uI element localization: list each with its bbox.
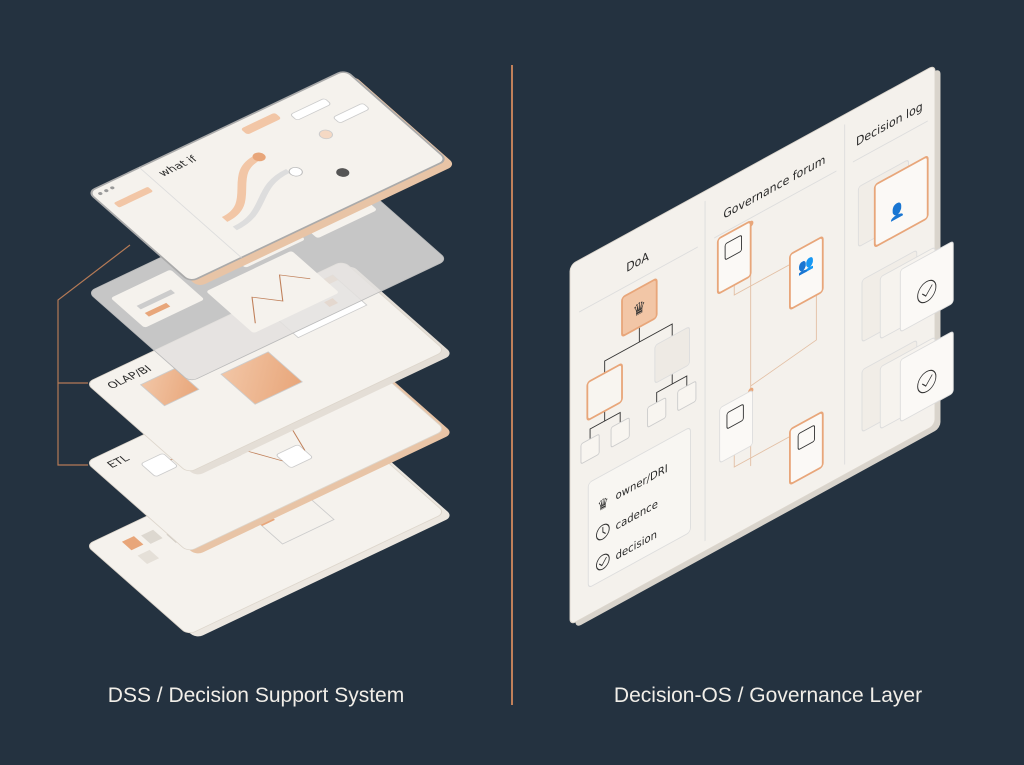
calendar-icon <box>724 235 743 260</box>
decision-log-card <box>899 241 954 332</box>
decision-log-card <box>899 331 954 422</box>
decision-log-card <box>873 156 929 247</box>
check-circle-icon <box>917 369 937 394</box>
right-caption: Decision-OS / Governance Layer <box>613 684 923 707</box>
meeting-card <box>719 390 753 463</box>
forum-card <box>789 236 824 310</box>
meeting-card <box>716 221 752 294</box>
owner-icon: ♛ <box>633 296 646 322</box>
source-icon <box>141 453 178 477</box>
governance-board: DoA Governance forum Decision log ♛ ♛ ow… <box>569 66 954 626</box>
layer-what-if: what if <box>90 71 453 285</box>
scenario-item <box>114 187 153 208</box>
clock-icon <box>596 523 610 541</box>
scenario-node <box>336 168 350 177</box>
olap-cube <box>220 351 303 405</box>
left-caption: DSS / Decision Support System <box>107 684 405 707</box>
calendar-check-icon <box>797 425 816 450</box>
owner-icon: ♛ <box>597 494 608 516</box>
check-circle-icon <box>596 553 610 571</box>
layer-connector <box>57 244 131 466</box>
database-icon <box>276 444 313 468</box>
owner-node <box>621 278 658 337</box>
data-block <box>121 536 144 551</box>
delegate-node <box>586 363 623 421</box>
line-chart-widget <box>207 251 338 333</box>
legend-box <box>587 427 691 588</box>
delegate-node <box>654 327 690 383</box>
calendar-icon <box>726 404 744 429</box>
check-circle-icon <box>917 279 937 304</box>
scenario-node <box>252 152 266 162</box>
